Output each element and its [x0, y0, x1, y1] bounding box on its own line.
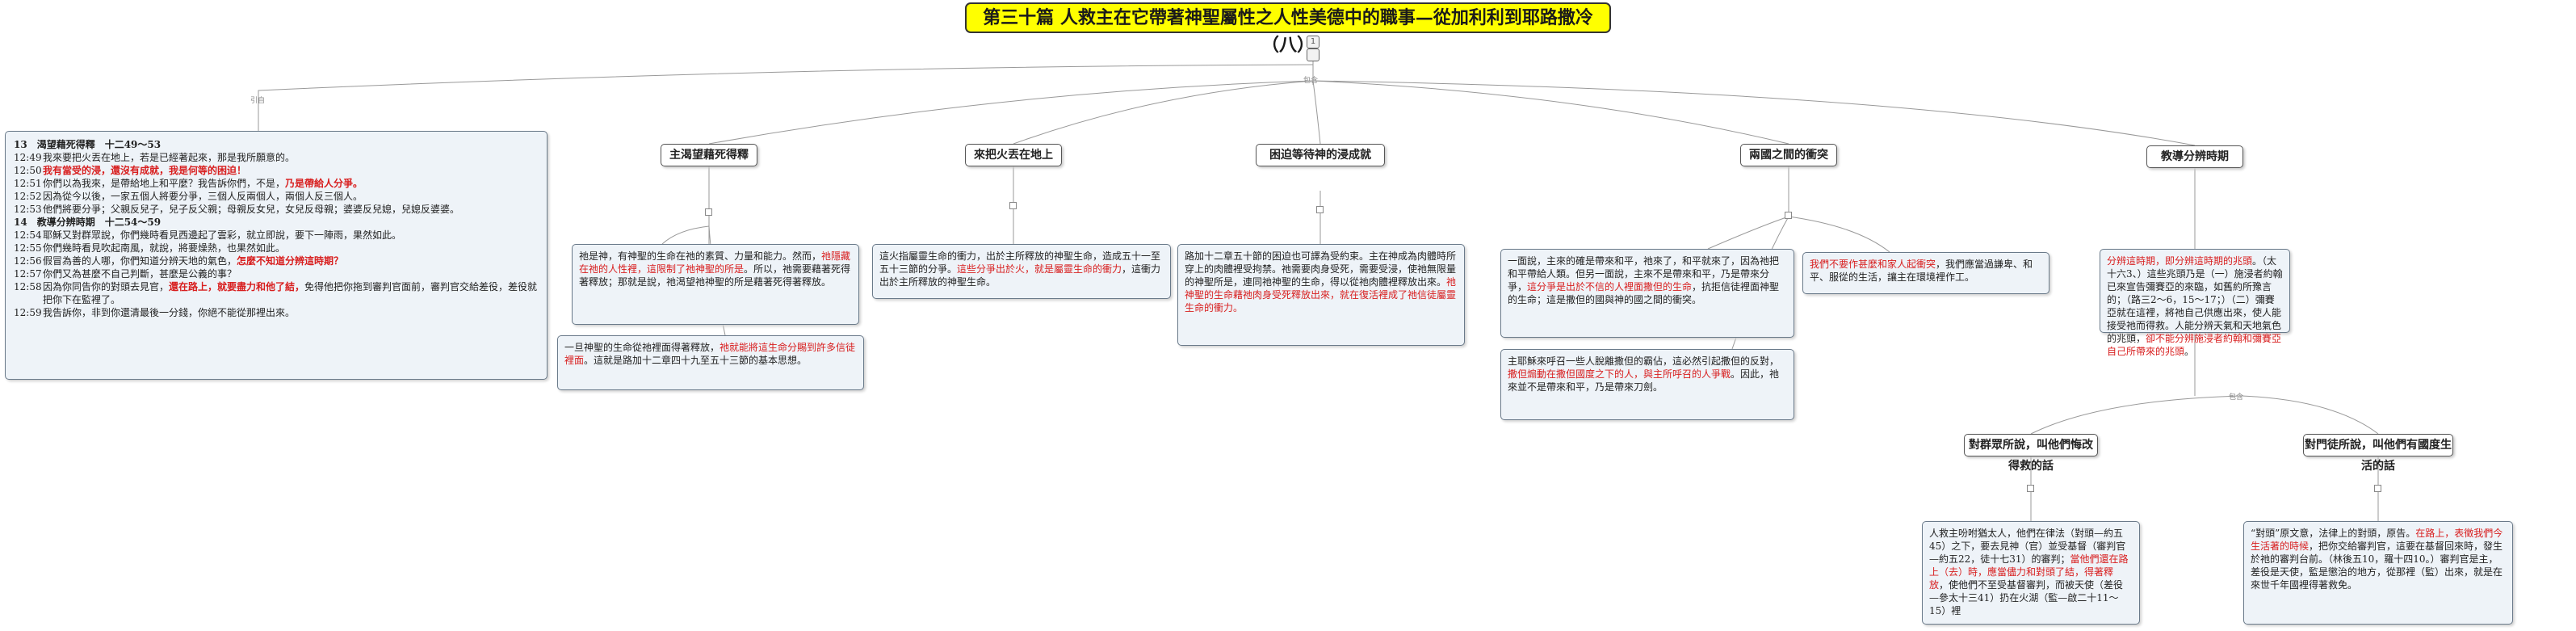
expand-marker[interactable] [705, 208, 712, 216]
topic-heading-desire-release[interactable]: 主渴望藉死得釋 [661, 144, 757, 166]
subtopic-heading-crowd[interactable]: 對群眾所說，叫他們悔改得救的話 [1964, 434, 2098, 473]
topic-note: 我們不要作甚麼和家人起衝突，我們應當過謙卑、和平、服從的生活，讓主在環境裡作工。 [1802, 252, 2049, 294]
page-title: 第三十篇 人救主在它帶著神聖屬性之人性美德中的職事—從加利利到耶路撒冷（八） [965, 2, 1611, 56]
topic-note: 祂是神，有神聖的生命在祂的素質、力量和能力。然而，祂隱藏在祂的人性裡，這限制了祂… [572, 244, 859, 325]
branch-label-cited: 引自 [250, 97, 266, 105]
topic-heading-fire[interactable]: 來把火丟在地上 [965, 144, 1062, 166]
branch-label-contains: 包含 [2229, 393, 2244, 402]
topic-heading-conflict[interactable]: 兩國之間的衝突 [1740, 144, 1837, 166]
expand-marker[interactable] [1316, 206, 1324, 213]
subtopic-note: 人救主吩咐猶太人，他們在律法（對頭—約五45）之下，要去見神（官）並受基督（審判… [1922, 521, 2140, 625]
subtopic-note: “對頭”原文意，法律上的對頭，原告。在路上，表徵我們今生活著的時候，把你交給審判… [2243, 521, 2513, 625]
topic-note: 這火指屬靈生命的衝力，出於主所釋放的神聖生命，造成五十一至五十三節的分爭。這些分… [872, 244, 1171, 299]
subtopic-heading-disciples[interactable]: 對門徒所說，叫他們有國度生活的話 [2303, 434, 2453, 473]
scripture-header-14: 14 教導分辨時期 十二54～59 [14, 217, 162, 228]
topic-heading-baptism[interactable]: 困迫等待神的浸成就 [1256, 144, 1385, 166]
expand-marker[interactable] [1009, 202, 1017, 209]
topic-heading-discern[interactable]: 教導分辨時期 [2146, 145, 2243, 168]
topic-note: 一面說，主來的確是帶來和平，祂來了，和平就來了，因為祂把和平帶給人類。但另一面說… [1500, 249, 1794, 338]
root-collapse-toggle[interactable]: 1 [1307, 36, 1319, 48]
topic-note: 分辨這時期，即分辨這時期的兆頭。（太十六3、）這些兆頭乃是（一）施浸者約翰已來宣… [2100, 249, 2290, 357]
expand-marker[interactable] [2027, 485, 2034, 492]
topic-note: 主耶穌來呼召一些人脫離撒但的霸佔，這必然引起撒但的反對，撒但煽動在撒但國度之下的… [1500, 349, 1794, 420]
branch-label-contains: 包含 [1303, 77, 1319, 85]
topic-note: 一旦神聖的生命從祂裡面得著釋放，祂就能將這生命分賜到許多信徒裡面。這就是路加十二… [557, 335, 864, 390]
expand-marker[interactable] [1785, 212, 1792, 219]
scripture-header-13: 13 渴望藉死得釋 十二49～53 [14, 139, 162, 150]
root-expand-toggle[interactable] [1307, 48, 1319, 61]
topic-note: 路加十二章五十節的困迫也可譯為受約束。主在神成為肉體時所穿上的肉體裡受拘禁。祂需… [1177, 244, 1465, 346]
expand-marker[interactable] [2374, 485, 2381, 492]
